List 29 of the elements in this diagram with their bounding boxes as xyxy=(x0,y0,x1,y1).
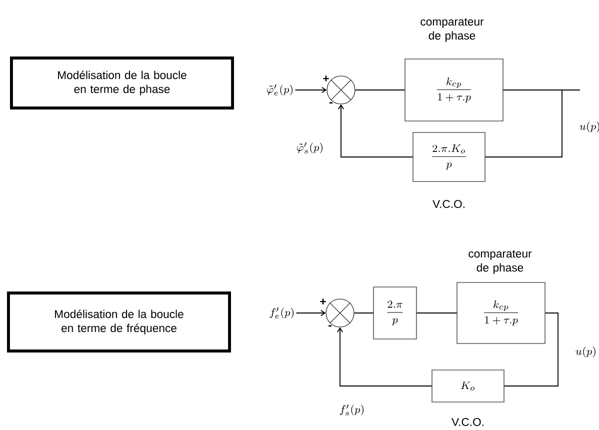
transfer-block: $\frac{2.\pi.K_{o}}{p}$ xyxy=(412,132,486,182)
signal-label: $\tilde{\varphi}'_{e}(p)$ xyxy=(266,84,293,96)
sign-label: - xyxy=(328,325,332,327)
transfer-block: $\frac{2.\pi}{p}$ xyxy=(373,286,417,340)
sign-label: - xyxy=(330,102,332,104)
sign-label: + xyxy=(320,298,326,304)
block-caption: V.C.O. xyxy=(452,418,484,426)
connector xyxy=(336,327,432,386)
block-caption: comparateur de phase xyxy=(468,250,532,274)
signal-label: $u(p)$ xyxy=(576,346,596,358)
signal-label: $u(p)$ xyxy=(580,122,599,132)
transfer-block: $\frac{k_{cp}}{1+\tau.p}$ xyxy=(404,58,504,122)
transfer-block: $\frac{k_{cp}}{1+\tau.p}$ xyxy=(456,282,546,344)
block-caption: V.C.O. xyxy=(432,200,464,208)
connector xyxy=(504,312,558,386)
signal-label: $\tilde{\varphi}'_{s}(p)$ xyxy=(296,142,323,154)
connector xyxy=(484,90,562,158)
signal-label: $f'_{e}(p)$ xyxy=(270,308,294,319)
transfer-block: $K_{o}$ xyxy=(432,370,504,402)
block-caption: comparateur de phase xyxy=(420,18,484,42)
signal-label: $f'_{s}(p)$ xyxy=(340,404,364,416)
connector xyxy=(354,312,374,314)
connector xyxy=(338,104,414,158)
title-box: Modélisation de la boucle en terme de phase xyxy=(10,56,234,110)
connector xyxy=(296,310,326,316)
sign-label: + xyxy=(323,76,329,82)
connector xyxy=(294,86,327,94)
title-box: Modélisation de la boucle en terme de fréquence xyxy=(7,292,231,352)
connector xyxy=(416,312,458,314)
